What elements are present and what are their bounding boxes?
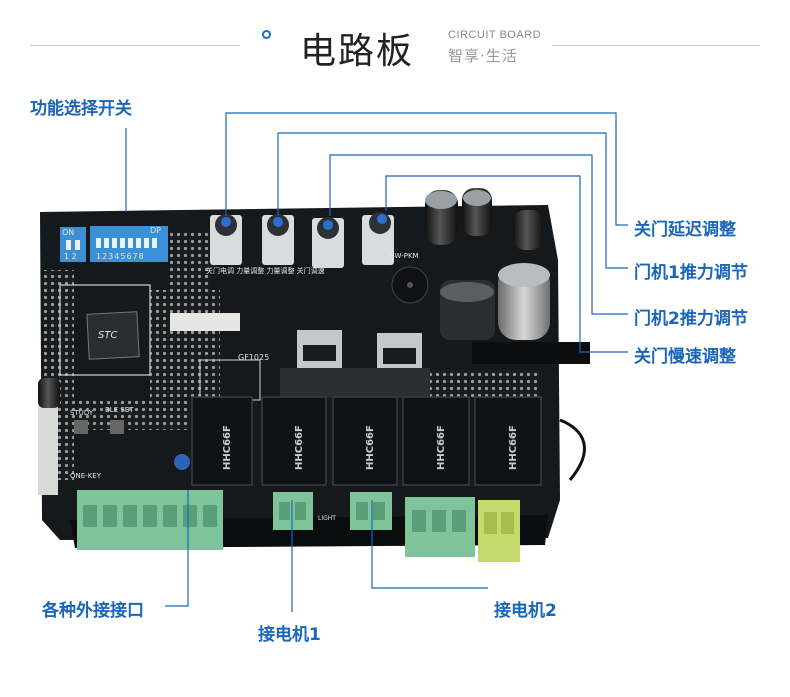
svg-text:HHC66F: HHC66F <box>365 425 376 470</box>
page-subtitle-cn: 智享·生活 <box>448 47 518 65</box>
page-title: 电路板 <box>300 31 415 72</box>
header-dot-icon <box>262 30 271 39</box>
label-dip-switch: 功能选择开关 <box>30 99 132 119</box>
pot-labels-text: 关门电调 力量调整 力量调整 关门调速 <box>206 266 325 275</box>
pcb-holes-bottom <box>70 400 190 430</box>
light-text: LIGHT <box>318 515 336 522</box>
pcb-holes-mid <box>150 290 220 400</box>
white-connector <box>170 313 240 331</box>
dip2-numbers-text: 1 2 <box>64 252 77 261</box>
ble-set-button <box>110 420 124 434</box>
header-line-left <box>30 45 240 46</box>
label-motor1-force: 门机1推力调节 <box>634 263 748 283</box>
study-button <box>74 420 88 434</box>
label-close-delay: 关门延迟调整 <box>634 220 736 240</box>
one-key-text: ONE-KEY <box>70 472 102 480</box>
header-line-right <box>552 45 760 46</box>
study-text: STUDY <box>70 409 94 417</box>
code-text: GF1025 <box>238 353 269 362</box>
cable <box>559 418 586 481</box>
label-external-ports: 各种外接接口 <box>42 601 144 621</box>
svg-text:HHC66F: HHC66F <box>508 425 519 470</box>
label-motor1-port: 接电机1 <box>258 625 321 645</box>
mcu-chip <box>86 311 140 360</box>
heatsink <box>280 368 430 398</box>
blue-capacitor <box>174 454 190 470</box>
label-motor2-force: 门机2推力调节 <box>634 309 748 329</box>
pcb-holes-right <box>430 370 540 398</box>
ble-set-text: BLE SET <box>105 406 134 414</box>
black-bar <box>472 342 590 364</box>
svg-text:HHC66F: HHC66F <box>294 425 305 470</box>
side-capacitor <box>38 378 60 408</box>
svg-text:HHC66F: HHC66F <box>222 425 233 470</box>
dip-numbers-text: 12345678 <box>96 252 145 261</box>
capacitor-3 <box>513 210 543 250</box>
dip-dp-text: DP <box>150 226 161 235</box>
side-connector <box>38 405 58 495</box>
dip-on-text: ON <box>62 228 74 237</box>
dip-switch-2 <box>60 227 86 262</box>
page-subtitle-en: CIRCUIT BOARD <box>448 29 542 41</box>
chip-text: STC <box>98 330 117 341</box>
potentiometers <box>210 212 394 268</box>
label-close-slow: 关门慢速调整 <box>634 347 736 367</box>
buzzer-text: BW-PKM <box>390 252 419 260</box>
relays <box>191 396 542 486</box>
svg-text:HHC66F: HHC66F <box>436 425 447 470</box>
label-motor2-port: 接电机2 <box>494 601 557 621</box>
callout-lines <box>125 112 628 612</box>
